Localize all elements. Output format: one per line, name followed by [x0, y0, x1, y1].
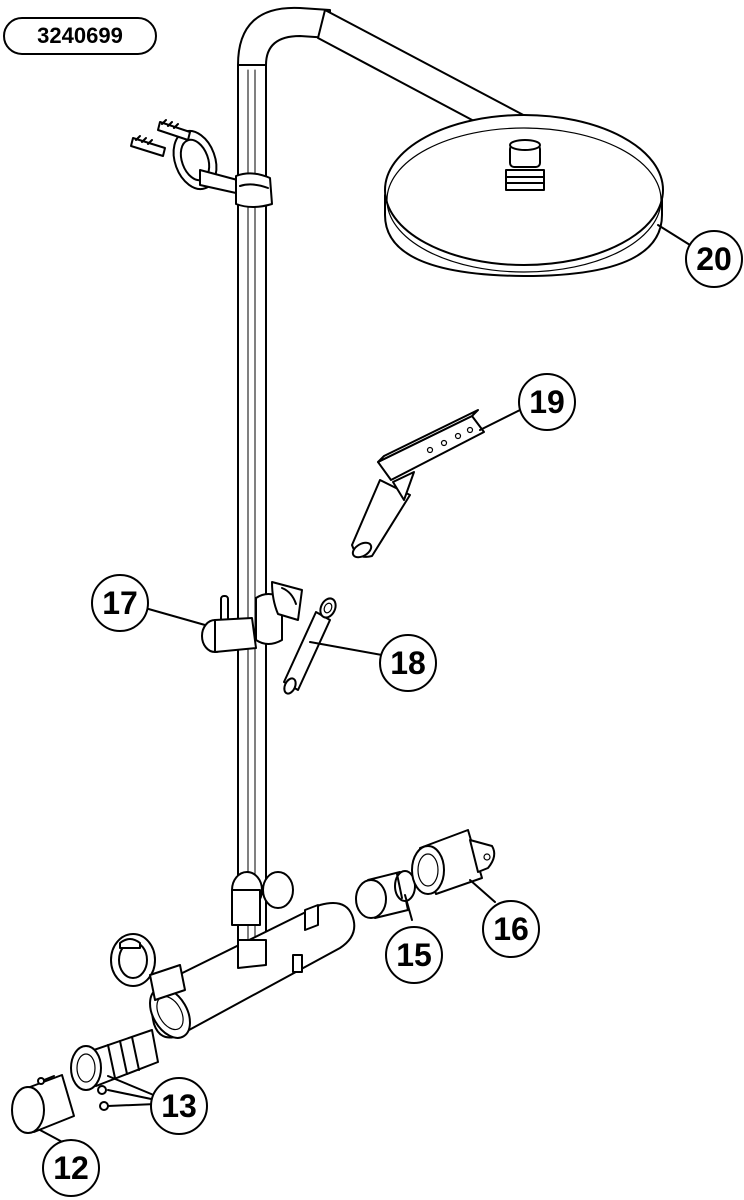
callout-20: 20	[685, 230, 743, 288]
callout-bubble	[379, 634, 437, 692]
callout-12: 12	[42, 1139, 100, 1197]
overhead-shower-head-part-20	[384, 114, 664, 277]
callout-label: 15	[396, 937, 432, 973]
leader-lines	[39, 224, 691, 1146]
callout-13: 13	[150, 1077, 208, 1135]
callout-19: 19	[518, 373, 576, 431]
callout-label: 12	[53, 1150, 89, 1186]
cartridge-part-15	[355, 870, 416, 919]
callout-18: 18	[379, 634, 437, 692]
reference-number-badge: 3240699	[3, 17, 157, 55]
callout-label: 20	[696, 241, 732, 277]
hand-shower-part-19	[351, 409, 485, 559]
callout-bubble	[91, 574, 149, 632]
callout-bubble	[42, 1139, 100, 1197]
callout-label: 18	[390, 645, 426, 681]
callout-bubble	[518, 373, 576, 431]
callout-label: 16	[493, 911, 529, 947]
callout-label: 19	[529, 384, 565, 420]
hose-piece-part-18	[283, 597, 337, 695]
callout-15: 15	[385, 926, 443, 984]
thermostatic-element-part-13	[70, 1029, 159, 1111]
slide-holder-part-17	[201, 581, 303, 653]
wall-bracket	[172, 129, 273, 208]
callout-17: 17	[91, 574, 149, 632]
temperature-knob-part-12	[11, 1074, 75, 1134]
wall-anchors	[130, 119, 191, 157]
callout-bubble	[150, 1077, 208, 1135]
thermostatic-mixer-body	[110, 871, 356, 1039]
callout-bubble	[482, 900, 540, 958]
callout-label: 17	[102, 585, 138, 621]
callout-16: 16	[482, 900, 540, 958]
riser-pipe	[237, 6, 331, 961]
callout-bubble	[685, 230, 743, 288]
callout-label: 13	[161, 1088, 197, 1124]
handle-shroud-part-16	[411, 829, 496, 895]
callout-bubble	[385, 926, 443, 984]
